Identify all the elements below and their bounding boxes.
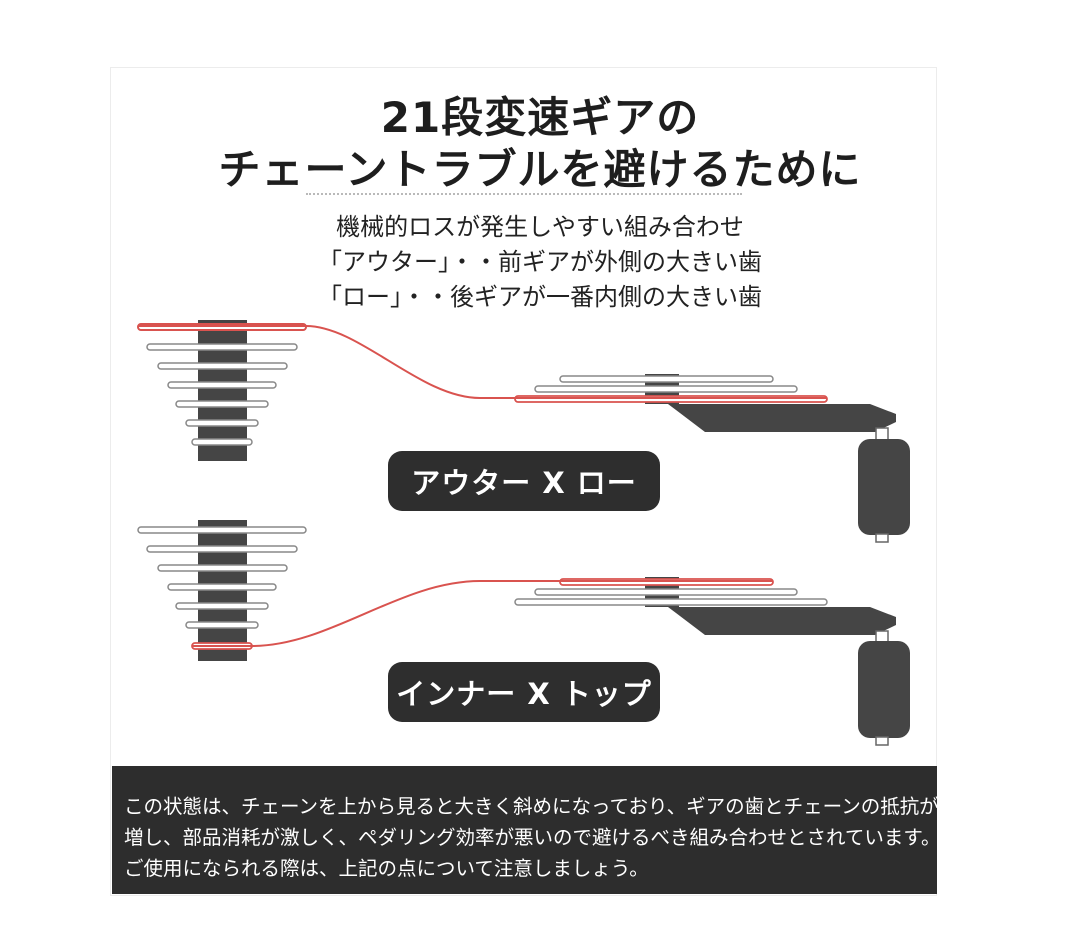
footer-line2: 増し、部品消耗が激しく、ペダリング効率が悪いので避けるべき組み合わせとされていま… bbox=[124, 826, 941, 849]
footer-line1: この状態は、チェーンを上から見ると大きく斜めになっており、ギアの歯とチェーンの抵… bbox=[124, 795, 939, 818]
rear-sprocket bbox=[167, 583, 277, 591]
label-outer-low: アウター X ロー bbox=[388, 451, 660, 511]
pedal-axle-end bbox=[875, 533, 889, 543]
chain-line bbox=[192, 580, 773, 647]
rear-sprocket bbox=[157, 362, 288, 370]
footer-note: この状態は、チェーンを上から見ると大きく斜めになっており、ギアの歯とチェーンの抵… bbox=[112, 766, 941, 894]
page-title-line2: チェーントラブルを避けるために bbox=[218, 145, 862, 194]
chain-line bbox=[138, 325, 827, 399]
rear-sprocket bbox=[137, 526, 307, 534]
pedal bbox=[858, 439, 910, 535]
chainring-middle bbox=[534, 588, 798, 596]
page-title-line1: 21段変速ギアの bbox=[380, 93, 700, 142]
pedal-axle-end bbox=[875, 736, 889, 746]
rear-sprocket bbox=[146, 343, 298, 351]
chainring-middle bbox=[534, 385, 798, 393]
rear-sprocket bbox=[146, 545, 298, 553]
rear-sprocket bbox=[167, 381, 277, 389]
rear-cassette-outer-low bbox=[137, 320, 307, 461]
chainring-inner bbox=[559, 375, 774, 383]
pedal-axle bbox=[875, 427, 889, 441]
crank-arm bbox=[668, 404, 896, 432]
rear-sprocket bbox=[157, 564, 288, 572]
subtitle-line2: 「アウター」・・前ギアが外側の大きい歯 bbox=[318, 248, 762, 276]
rear-sprocket bbox=[191, 438, 253, 446]
label-inner-top: インナー X トップ bbox=[388, 662, 660, 722]
subtitle-line3: 「ロー」・・後ギアが一番内側の大きい歯 bbox=[318, 283, 762, 311]
rear-sprocket bbox=[175, 400, 269, 408]
rear-sprocket bbox=[185, 621, 259, 629]
active-rear-sprocket bbox=[137, 323, 307, 331]
dotted-divider bbox=[306, 193, 742, 195]
chainring-outer bbox=[514, 598, 828, 606]
rear-sprocket bbox=[185, 419, 259, 427]
pedal bbox=[858, 641, 910, 738]
crank-arm bbox=[668, 607, 896, 635]
rear-sprocket bbox=[175, 602, 269, 610]
footer-line3: ご使用になられる際は、上記の点について注意しましょう。 bbox=[124, 857, 649, 880]
rear-cassette-inner-top bbox=[137, 520, 307, 661]
subtitle-line1: 機械的ロスが発生しやすい組み合わせ bbox=[336, 213, 744, 241]
